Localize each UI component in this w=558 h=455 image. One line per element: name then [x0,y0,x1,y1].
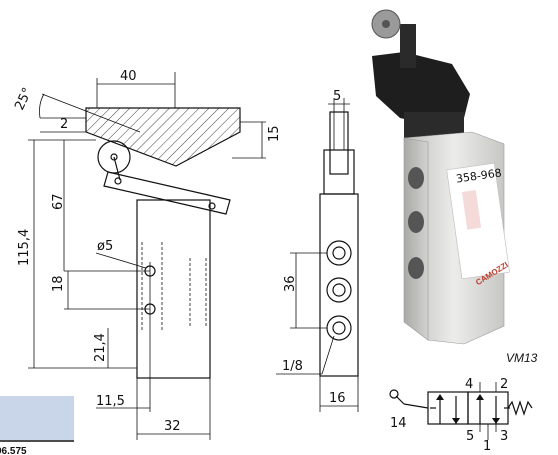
valve-body-front [136,199,211,379]
leader-line [321,335,335,375]
photo-port [408,167,424,189]
side-port [326,315,352,341]
symbol-spring [507,400,533,416]
dim-plunger-offset: 2 [60,117,68,132]
lever-pin [208,202,216,210]
dim-lever-height: 15 [267,125,282,142]
photo-label [446,162,510,280]
symbol-arrowhead [476,394,484,400]
part-code: 96.575 [0,446,27,455]
symbol-arrowhead [492,418,500,424]
side-port [326,240,352,266]
dim-port-diameter: ø5 [97,239,113,254]
lever-pin [114,177,122,185]
dim-hole-offset: 11,5 [96,394,125,409]
angle-arc [39,93,45,119]
photo-lever [372,52,470,124]
pneumatic-symbol: 4 2 14 5 1 3 [389,377,533,454]
valve-body-side [319,193,359,377]
side-view: 5 36 1/8 16 [276,89,359,412]
dim-height-upper: 67 [51,193,66,210]
side-actuator [323,149,355,195]
leader-line [95,252,147,269]
dim-side-port-spacing: 36 [283,275,298,292]
hatched-cam [85,107,241,167]
product-photo: 358-968 CAMOZZI VM13 [371,9,538,365]
side-port-inner [332,283,346,297]
caption-area: 96.575 [0,396,74,455]
symbol-port-3: 3 [500,429,508,444]
symbol-box-right [467,391,509,425]
caption-box [0,396,74,440]
roller-axle [110,153,118,161]
symbol-actuator-arm [395,395,405,405]
lever-arm [103,171,231,215]
symbol-actuator-arm [403,403,429,409]
side-port-inner [332,246,346,260]
symbol-port-2: 2 [500,377,508,392]
dim-angle: 25° [12,85,35,112]
model-caption: VM13 [506,351,538,365]
symbol-port-5: 5 [466,429,474,444]
dim-port-thread: 1/8 [282,359,303,374]
dim-side-top-width: 5 [333,89,341,104]
photo-body-side [403,137,429,341]
photo-port [408,257,424,279]
symbol-arrowhead [436,394,444,400]
dim-bottom-offset: 21,4 [93,333,108,362]
symbol-arrowhead [452,418,460,424]
photo-label-symbol [461,190,482,230]
symbol-port-1: 1 [483,439,491,454]
dim-body-width: 32 [164,419,181,434]
dim-width-top: 40 [120,69,137,84]
dim-height-total: 115,4 [17,229,32,266]
symbol-port-4: 4 [465,377,473,392]
photo-body-label: 358-968 [455,166,502,185]
symbol-roller [389,389,399,399]
front-view: 40 25° 2 15 ø5 [12,69,282,440]
side-port-inner [332,321,346,335]
photo-roller-arm [400,24,416,68]
lever-link [113,156,121,181]
dim-side-width: 16 [329,391,346,406]
symbol-port-14: 14 [390,416,407,431]
photo-roller-axle [382,20,390,28]
side-lever [329,111,349,175]
side-port [326,277,352,303]
photo-port [408,211,424,233]
dim-port-spacing: 18 [51,275,66,292]
